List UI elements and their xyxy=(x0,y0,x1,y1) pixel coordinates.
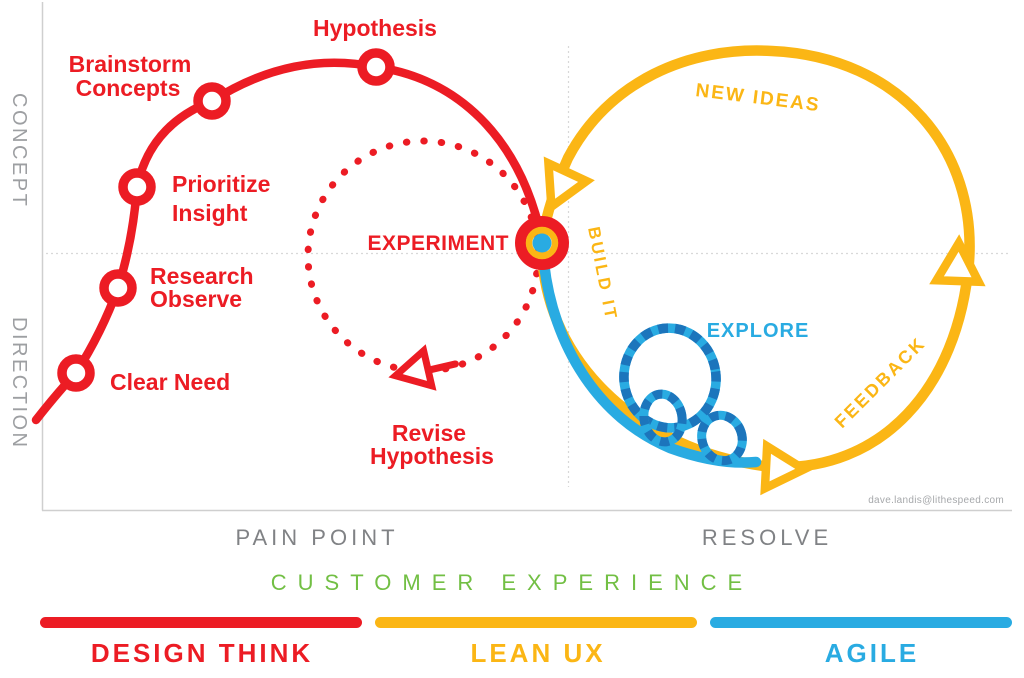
revise-label-line1: Revise xyxy=(392,420,466,446)
research-label-line1: Research xyxy=(150,263,254,289)
experiment-dotted-loop xyxy=(304,137,542,375)
prioritize-insight-node xyxy=(118,168,156,206)
legend-bar-lean-ux xyxy=(375,617,697,628)
lean-ux-arrow-right xyxy=(929,234,986,287)
legend-bar-design-think xyxy=(40,617,362,628)
agile-loop-small xyxy=(697,410,747,466)
prioritize-label-line1: Prioritize xyxy=(172,171,270,197)
lean-ux-loop xyxy=(536,45,975,473)
hypothesis-label: Hypothesis xyxy=(313,15,437,41)
brainstorm-label-line1: Brainstorm xyxy=(69,51,192,77)
agile-loop-medium xyxy=(639,389,687,447)
experiment-junction-node xyxy=(515,216,569,270)
legend-label-design-think: DESIGN THINK xyxy=(91,638,313,668)
brainstorm-concepts-node xyxy=(193,82,231,120)
legend-label-agile: AGILE xyxy=(825,638,919,668)
junction-yellow-ring xyxy=(525,226,559,260)
lean-ux-arrow-top xyxy=(543,156,595,215)
x-axis-label-pain-point: PAIN POINT xyxy=(235,525,398,550)
lean-ux-arrow-bottom xyxy=(760,438,813,496)
research-label-line2: Observe xyxy=(150,286,242,312)
brainstorm-label-line2: Concepts xyxy=(76,75,181,101)
y-axis-label-concept: CONCEPT xyxy=(8,93,30,208)
experiment-label: EXPERIMENT xyxy=(367,232,509,255)
y-axis-label-direction: DIRECTION xyxy=(8,317,30,450)
revise-label-line2: Hypothesis xyxy=(370,443,494,469)
clear-need-node xyxy=(57,354,95,392)
experiment-loop-arrow xyxy=(388,344,459,391)
junction-red-ring xyxy=(515,216,569,270)
new-ideas-label: NEW IDEAS xyxy=(694,80,821,116)
research-observe-node xyxy=(99,269,137,307)
prioritize-label-line2: Insight xyxy=(172,200,248,226)
junction-blue-core xyxy=(532,233,552,253)
x-axis-title-customer-experience: CUSTOMER EXPERIENCE xyxy=(271,570,753,595)
clear-need-label: Clear Need xyxy=(110,369,230,395)
hypothesis-node xyxy=(357,48,395,86)
legend: DESIGN THINK LEAN UX AGILE xyxy=(40,617,1012,668)
explore-label: EXPLORE xyxy=(707,320,810,342)
legend-bar-agile xyxy=(710,617,1012,628)
build-it-label: BUILD IT xyxy=(584,225,621,323)
legend-label-lean-ux: LEAN UX xyxy=(470,638,605,668)
feedback-label: FEEDBACK xyxy=(831,333,930,432)
credit-text: dave.landis@lithespeed.com xyxy=(868,495,1004,506)
x-axis-label-resolve: RESOLVE xyxy=(702,525,832,550)
design-think-curve xyxy=(31,58,547,425)
agile-spiral-loops xyxy=(619,323,747,466)
